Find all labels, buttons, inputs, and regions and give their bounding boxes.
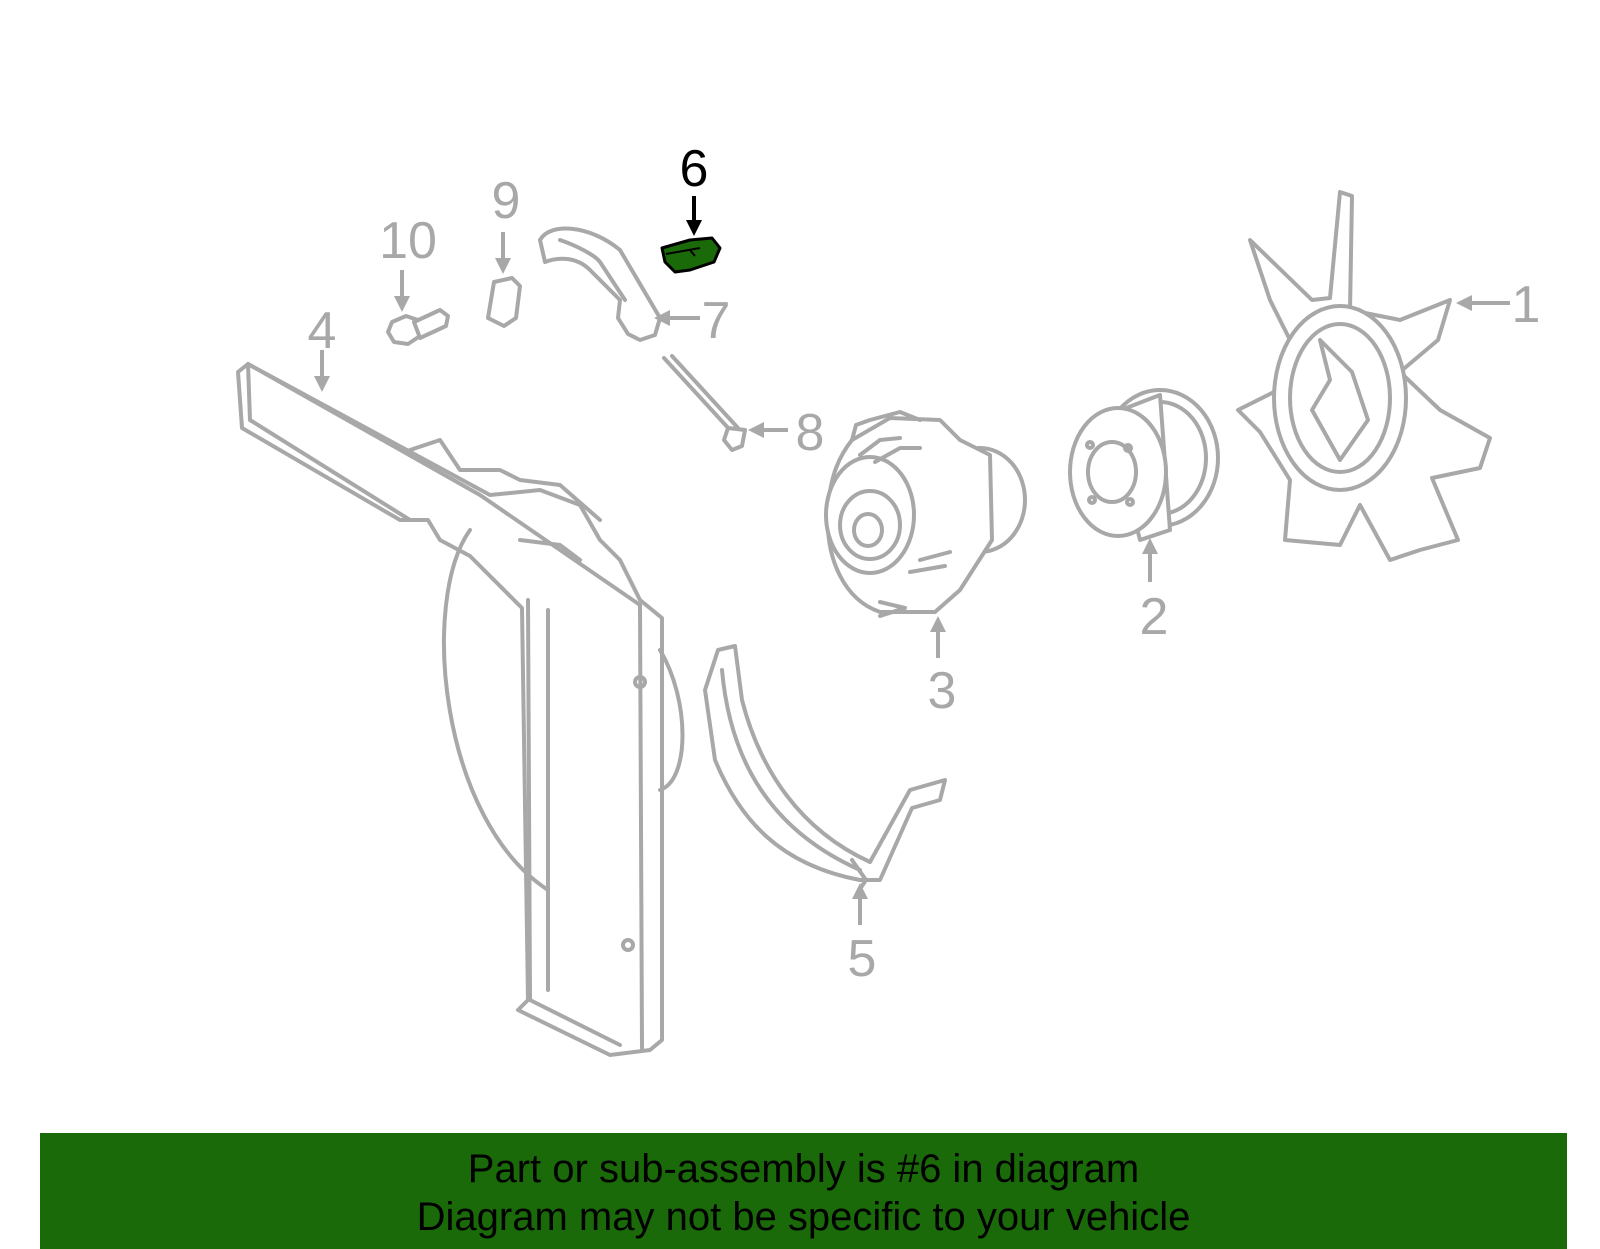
leader-2	[1142, 538, 1158, 582]
part-9-clip[interactable]	[486, 276, 522, 328]
part-5-lower-shroud[interactable]	[703, 644, 947, 894]
banner-line-2: Diagram may not be specific to your vehi…	[416, 1195, 1191, 1239]
info-banner: Part or sub-assembly is #6 in diagram Di…	[40, 1133, 1567, 1249]
callout-3: 3	[928, 662, 957, 720]
callout-7: 7	[702, 292, 731, 350]
callout-4: 4	[308, 302, 337, 360]
leader-5	[852, 883, 868, 925]
callout-10: 10	[379, 212, 437, 270]
leader-9	[495, 232, 511, 274]
part-1-fan-blade[interactable]	[1236, 190, 1492, 562]
callout-6: 6	[680, 140, 709, 198]
part-4-fan-shroud[interactable]	[236, 362, 685, 1057]
callout-8: 8	[796, 404, 825, 462]
callout-9: 9	[492, 172, 521, 230]
leader-7	[654, 310, 700, 326]
callout-5: 5	[848, 930, 877, 988]
part-8-tie-strap[interactable]	[662, 354, 747, 452]
leader-6	[686, 196, 702, 236]
callout-1: 1	[1512, 276, 1541, 334]
leader-10	[394, 270, 410, 312]
part-2-pulley[interactable]	[1068, 388, 1220, 542]
leader-3	[930, 616, 946, 658]
part-6-highlighted[interactable]	[660, 236, 722, 274]
leader-1	[1456, 295, 1510, 311]
leader-8	[748, 422, 788, 438]
part-3-fan-clutch[interactable]	[824, 410, 1027, 618]
leader-4	[314, 350, 330, 392]
part-10-bolt[interactable]	[386, 308, 450, 346]
banner-line-1: Part or sub-assembly is #6 in diagram	[467, 1147, 1140, 1191]
part-7-bracket[interactable]	[538, 226, 662, 342]
callout-2: 2	[1140, 588, 1169, 646]
